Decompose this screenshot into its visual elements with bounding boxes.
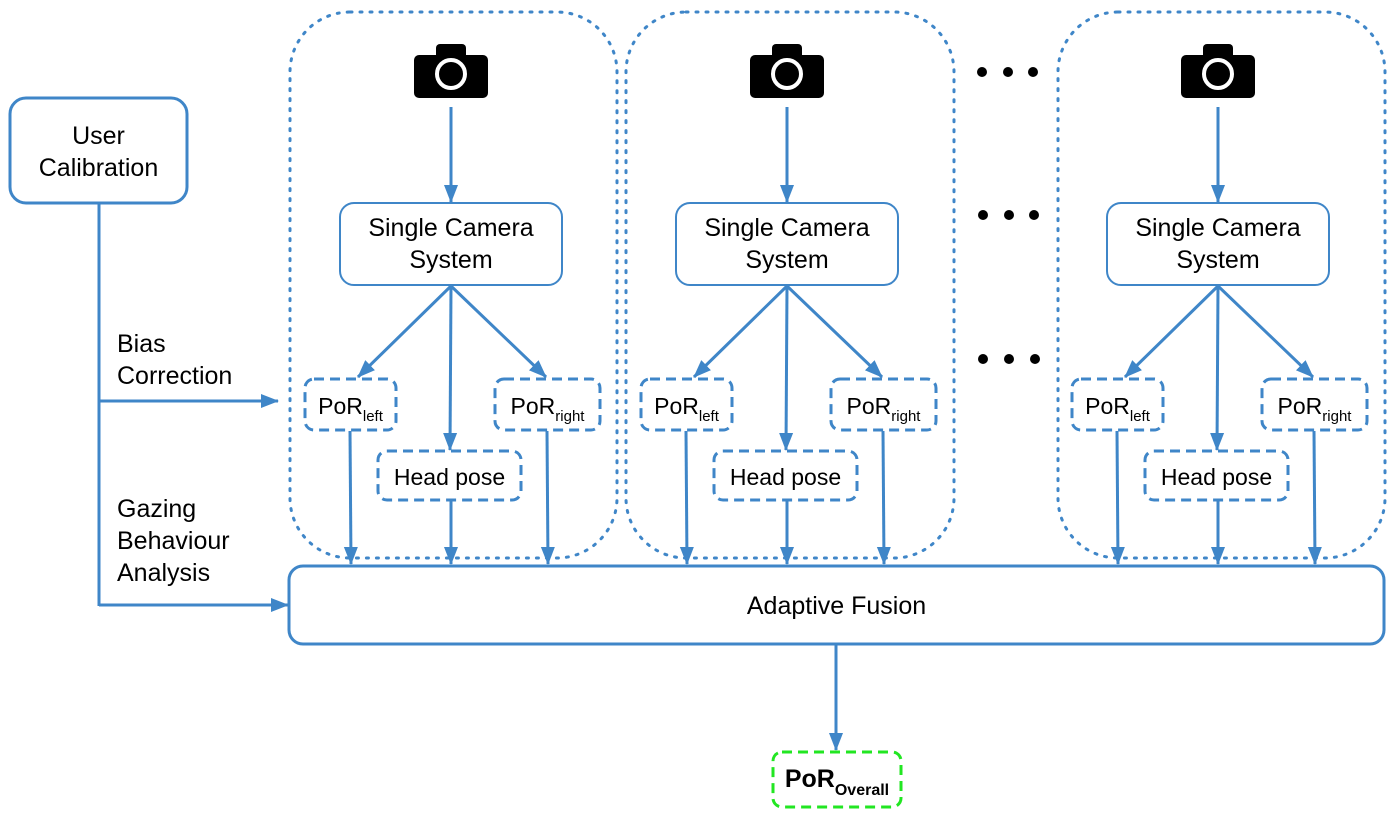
por-left-box [303,377,398,432]
por-left-box [639,377,734,432]
bias-correction-line2: Correction [117,362,233,390]
system-to-por-left-arrow [1123,284,1220,379]
bias-correction-line1: Bias [117,330,166,358]
por-right-box [1260,377,1369,432]
por-left-base: PoR [318,393,363,419]
system-line2: System [409,246,493,274]
camera-unit-2 [639,44,938,565]
por-right-base: PoR [510,393,556,419]
ellipsis-icon [977,67,1040,364]
camera-unit-1 [303,44,602,565]
por-right-to-fusion-arrow [540,430,555,565]
camera-icon [750,44,824,98]
system-to-head-pose-arrow [1210,285,1225,451]
camera-unit-3 [1070,44,1369,565]
por-right-base: PoR [1277,393,1323,419]
por-left-to-fusion-arrow [679,430,694,565]
single-camera-system-label: Single Camera System [340,212,562,276]
system-line2: System [745,246,829,274]
por-right-label: PoRright [1262,390,1367,433]
camera-unit-container-3 [1056,10,1387,560]
system-to-por-right-arrow [785,284,884,379]
gazing-line3: Analysis [117,559,211,587]
user-calibration-line2: Calibration [38,154,159,182]
por-right-sub: right [891,408,921,425]
por-left-base: PoR [654,393,699,419]
por-right-to-fusion-arrow [1307,430,1322,565]
por-right-label: PoRright [831,390,936,433]
por-left-label: PoRleft [641,390,732,433]
por-left-sub: left [362,408,383,425]
por-right-sub: right [555,408,585,425]
system-line1: Single Camera [368,214,534,242]
system-to-head-pose-arrow [443,285,458,451]
por-right-base: PoR [846,393,892,419]
head-pose-label: Head pose [393,464,506,490]
por-right-box [829,377,938,432]
single-camera-system-box [1106,202,1330,286]
single-camera-system-label: Single Camera System [676,212,898,276]
por-overall-label: PoROverall [773,763,901,807]
system-to-por-left-arrow [692,284,789,379]
single-camera-system-label: Single Camera System [1107,212,1329,276]
system-to-por-left-arrow [356,284,453,379]
head-pose-label: Head pose [1160,464,1273,490]
por-overall-base: PoR [784,765,835,793]
system-line2: System [1176,246,1260,274]
por-left-label: PoRleft [1072,390,1163,433]
system-to-por-right-arrow [449,284,548,379]
camera-icon [1181,44,1255,98]
camera-unit-container-1 [288,10,619,560]
por-left-sub: left [1129,408,1150,425]
system-to-head-pose-arrow [779,285,794,451]
por-right-label: PoRright [495,390,600,433]
por-right-sub: right [1322,408,1352,425]
single-camera-system-box [675,202,899,286]
por-left-to-fusion-arrow [1110,430,1125,565]
head-pose-box [376,449,523,502]
gazing-behaviour-analysis-label: Gazing Behaviour Analysis [117,493,230,589]
single-camera-system-box [339,202,563,286]
system-line1: Single Camera [1135,214,1301,242]
adaptive-fusion-label: Adaptive Fusion [746,592,927,620]
user-calibration-line1: User [72,122,125,150]
por-right-box [493,377,602,432]
gazing-line2: Behaviour [117,527,230,555]
system-to-por-right-arrow [1216,284,1315,379]
por-left-sub: left [698,408,719,425]
por-right-to-fusion-arrow [876,430,891,565]
por-overall-sub: Overall [834,782,890,799]
head-pose-box [712,449,859,502]
por-left-label: PoRleft [305,390,396,433]
head-pose-label: Head pose [729,464,842,490]
por-left-box [1070,377,1165,432]
user-calibration-label: User Calibration [10,120,187,184]
por-left-to-fusion-arrow [343,430,358,565]
por-overall-box [771,750,903,809]
por-left-base: PoR [1085,393,1130,419]
camera-icon [414,44,488,98]
bias-correction-label: Bias Correction [117,328,232,392]
head-pose-box [1143,449,1290,502]
gazing-line1: Gazing [117,495,197,523]
system-line1: Single Camera [704,214,870,242]
